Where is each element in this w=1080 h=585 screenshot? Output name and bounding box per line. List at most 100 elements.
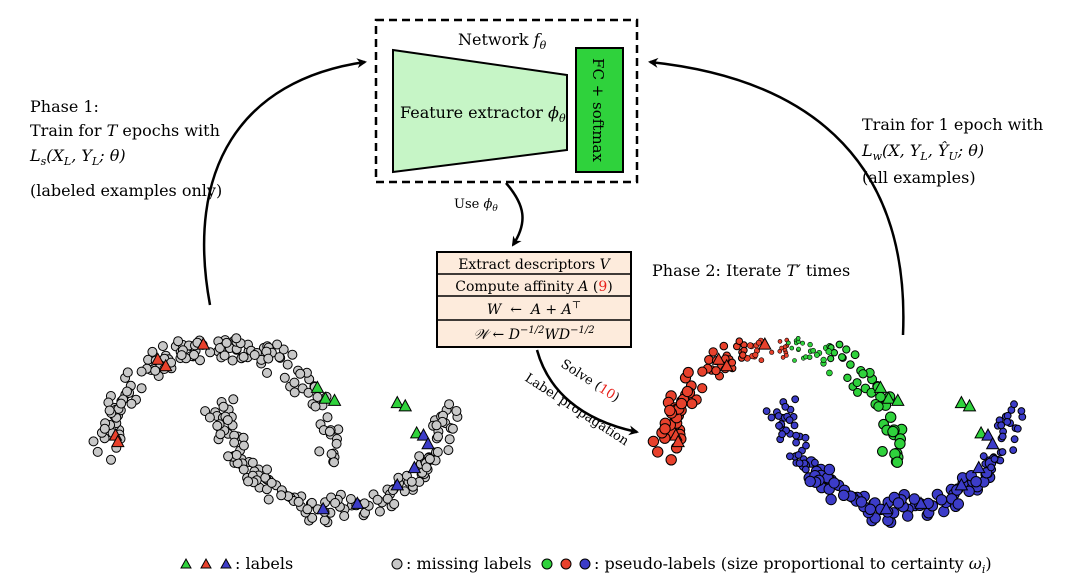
labeled-point-triangle	[881, 391, 896, 404]
fc-softmax-box	[575, 47, 624, 173]
labeled-point-triangle	[398, 398, 413, 412]
pseudo-label-point	[853, 387, 862, 397]
pseudo-label-point	[826, 369, 833, 377]
labeled-point-triangle	[671, 434, 685, 448]
left-scatter-missing-labels	[88, 333, 463, 528]
missing-label-point	[212, 420, 223, 431]
pseudo-label-point	[794, 451, 803, 459]
labeled-point-triangle	[974, 425, 988, 439]
missing-label-point	[274, 352, 285, 363]
pseudo-label-point	[790, 421, 799, 430]
missing-label-point	[272, 339, 283, 350]
step-symmetrize: W ← A + A⊤	[487, 300, 581, 318]
pseudo-label-point	[682, 366, 694, 378]
missing-label-point	[276, 490, 287, 501]
labeled-point-triangle	[421, 436, 435, 450]
pseudo-label-point	[681, 385, 694, 398]
pseudo-label-point	[952, 498, 964, 510]
missing-label-point	[231, 450, 242, 460]
pseudo-label-point	[970, 476, 982, 488]
labeled-point-triangle	[327, 393, 342, 406]
pseudo-label-point	[802, 441, 810, 450]
pseudo-label-point	[652, 446, 664, 458]
feature-extractor-label: Feature extractor ϕθ	[400, 103, 566, 125]
pseudo-label-point	[803, 354, 809, 360]
pseudo-label-point	[735, 337, 744, 346]
pseudo-label-point	[686, 398, 698, 410]
pseudo-label-point	[769, 349, 775, 355]
pseudo-label-point	[664, 404, 676, 417]
labeled-point-triangle	[719, 358, 734, 372]
missing-label-point	[433, 431, 443, 442]
labeled-point-triangle	[879, 501, 894, 515]
pseudo-label-point	[708, 347, 718, 357]
phase1-loss: Ls(XL, YL; θ)	[29, 146, 126, 168]
right-scatter-labels	[668, 337, 1000, 515]
missing-label-point	[324, 426, 335, 437]
legend-pseudo-text: : pseudo-labels (size proportional to ce…	[594, 554, 992, 576]
missing-label-point	[99, 423, 110, 434]
labeled-point-triangle	[110, 434, 125, 448]
pseudo-label-point	[1013, 424, 1022, 433]
missing-label-point	[92, 446, 103, 457]
missing-label-point	[293, 496, 304, 507]
phase1-title: Phase 1:	[30, 97, 99, 116]
missing-label-point	[122, 386, 132, 397]
pseudo-label-point	[775, 421, 783, 430]
missing-label-point	[215, 429, 226, 440]
pseudo-label-point	[987, 463, 995, 472]
pseudo-label-point	[935, 494, 948, 506]
labeled-point-triangle	[350, 496, 365, 509]
pseudo-label-point	[885, 411, 897, 423]
pseudo-label-point	[1010, 435, 1019, 444]
missing-label-point	[262, 367, 272, 378]
feature-extractor-trapezoid	[392, 48, 568, 174]
pseudo-label-point	[755, 339, 762, 346]
pseudo-label-point	[804, 475, 816, 488]
pseudo-label-point	[864, 503, 876, 515]
weighted-loss: Lw(X, YL, ŶU; θ)	[861, 140, 984, 163]
legend-blue-triangle-icon	[220, 557, 232, 569]
labeled-point-triangle	[316, 501, 330, 515]
pseudo-label-point	[811, 458, 819, 467]
phase1-line2: Train for T epochs with	[30, 121, 220, 140]
missing-label-point	[231, 333, 242, 344]
pseudo-label-point	[820, 356, 827, 364]
legend-blue-circle-icon	[579, 558, 591, 570]
pseudo-label-point	[746, 342, 754, 349]
pseudo-label-point	[786, 452, 794, 461]
missing-label-point	[147, 346, 158, 357]
missing-label-point	[204, 412, 215, 423]
missing-label-point	[314, 446, 325, 457]
missing-label-point	[295, 368, 306, 379]
labeled-point-triangle	[890, 393, 905, 406]
pseudo-label-point	[894, 438, 906, 450]
pseudo-label-point	[823, 463, 836, 476]
missing-label-point	[287, 349, 298, 360]
legend-green-circle-icon	[541, 558, 553, 570]
missing-label-point	[389, 499, 400, 509]
missing-label-point	[406, 476, 417, 487]
missing-label-point	[136, 383, 147, 394]
missing-label-point	[223, 451, 234, 462]
pseudo-label-point	[852, 378, 862, 388]
missing-label-point	[150, 365, 161, 376]
phase2-label: Phase 2: Iterate T′ times	[652, 261, 850, 280]
legend-labels-text: : labels	[235, 554, 293, 573]
pseudo-label-point	[814, 352, 820, 358]
pseudo-label-point	[807, 341, 813, 348]
missing-label-point	[443, 445, 454, 456]
missing-label-point	[447, 423, 458, 434]
network-box	[374, 18, 639, 184]
labeled-point-triangle	[150, 352, 165, 365]
pseudo-label-point	[838, 353, 846, 362]
labeled-point-triangle	[711, 352, 726, 365]
labeled-point-triangle	[318, 391, 333, 404]
pseudo-label-point	[998, 448, 1007, 456]
missing-label-point	[331, 438, 342, 449]
pseudo-label-point	[892, 497, 905, 509]
missing-label-point	[243, 476, 254, 487]
missing-label-point	[424, 454, 435, 464]
missing-label-point	[330, 498, 341, 508]
pseudo-label-point	[825, 493, 837, 506]
